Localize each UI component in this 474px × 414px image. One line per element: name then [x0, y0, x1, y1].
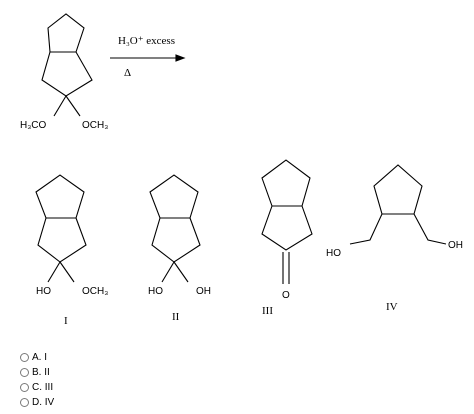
product-i-structure: [35, 174, 87, 283]
heat-symbol: Δ: [124, 67, 131, 79]
option-d[interactable]: D. IV: [20, 395, 54, 409]
option-a-label: A. I: [32, 351, 48, 363]
product-iv-right-label: OH: [448, 240, 463, 251]
starting-material-structure: [41, 13, 93, 117]
product-i-numeral: I: [64, 315, 68, 327]
product-ii-numeral: II: [172, 311, 180, 323]
product-iii-carbonyl-label: O: [282, 290, 290, 301]
sm-bond-left-oxygen: [53, 95, 67, 117]
reagent-label: H₃O⁺ excess: [118, 35, 175, 47]
radio-button-a[interactable]: [20, 352, 29, 362]
option-b-label: B. II: [32, 366, 50, 378]
sm-right-substituent: OCH₃: [82, 120, 108, 131]
answer-options: A. I B. II C. III D. IV: [20, 350, 54, 410]
product-iv-numeral: IV: [386, 301, 398, 313]
option-a[interactable]: A. I: [20, 350, 54, 364]
option-c-label: C. III: [32, 381, 54, 393]
reaction-arrow: [110, 54, 186, 62]
option-c[interactable]: C. III: [20, 380, 54, 394]
product-iii-structure: [261, 159, 313, 284]
sm-bond-right-oxygen: [65, 95, 81, 117]
radio-button-b[interactable]: [20, 367, 29, 377]
product-ii-left-label: HO: [148, 286, 163, 297]
product-i-right-label: OCH₃: [82, 286, 108, 297]
product-iii-numeral: III: [262, 305, 273, 317]
product-iv-structure: [349, 164, 447, 245]
product-i-left-label: HO: [36, 286, 51, 297]
option-d-label: D. IV: [32, 396, 55, 408]
sm-left-substituent: H₃CO: [20, 120, 47, 131]
product-iv-left-label: HO: [326, 248, 341, 259]
product-ii-structure: [149, 174, 201, 283]
option-b[interactable]: B. II: [20, 365, 54, 379]
radio-button-d[interactable]: [20, 397, 29, 407]
product-ii-right-label: OH: [196, 286, 211, 297]
sm-upper-ring: [47, 13, 85, 53]
radio-button-c[interactable]: [20, 382, 29, 392]
sm-lower-ring: [41, 51, 93, 97]
